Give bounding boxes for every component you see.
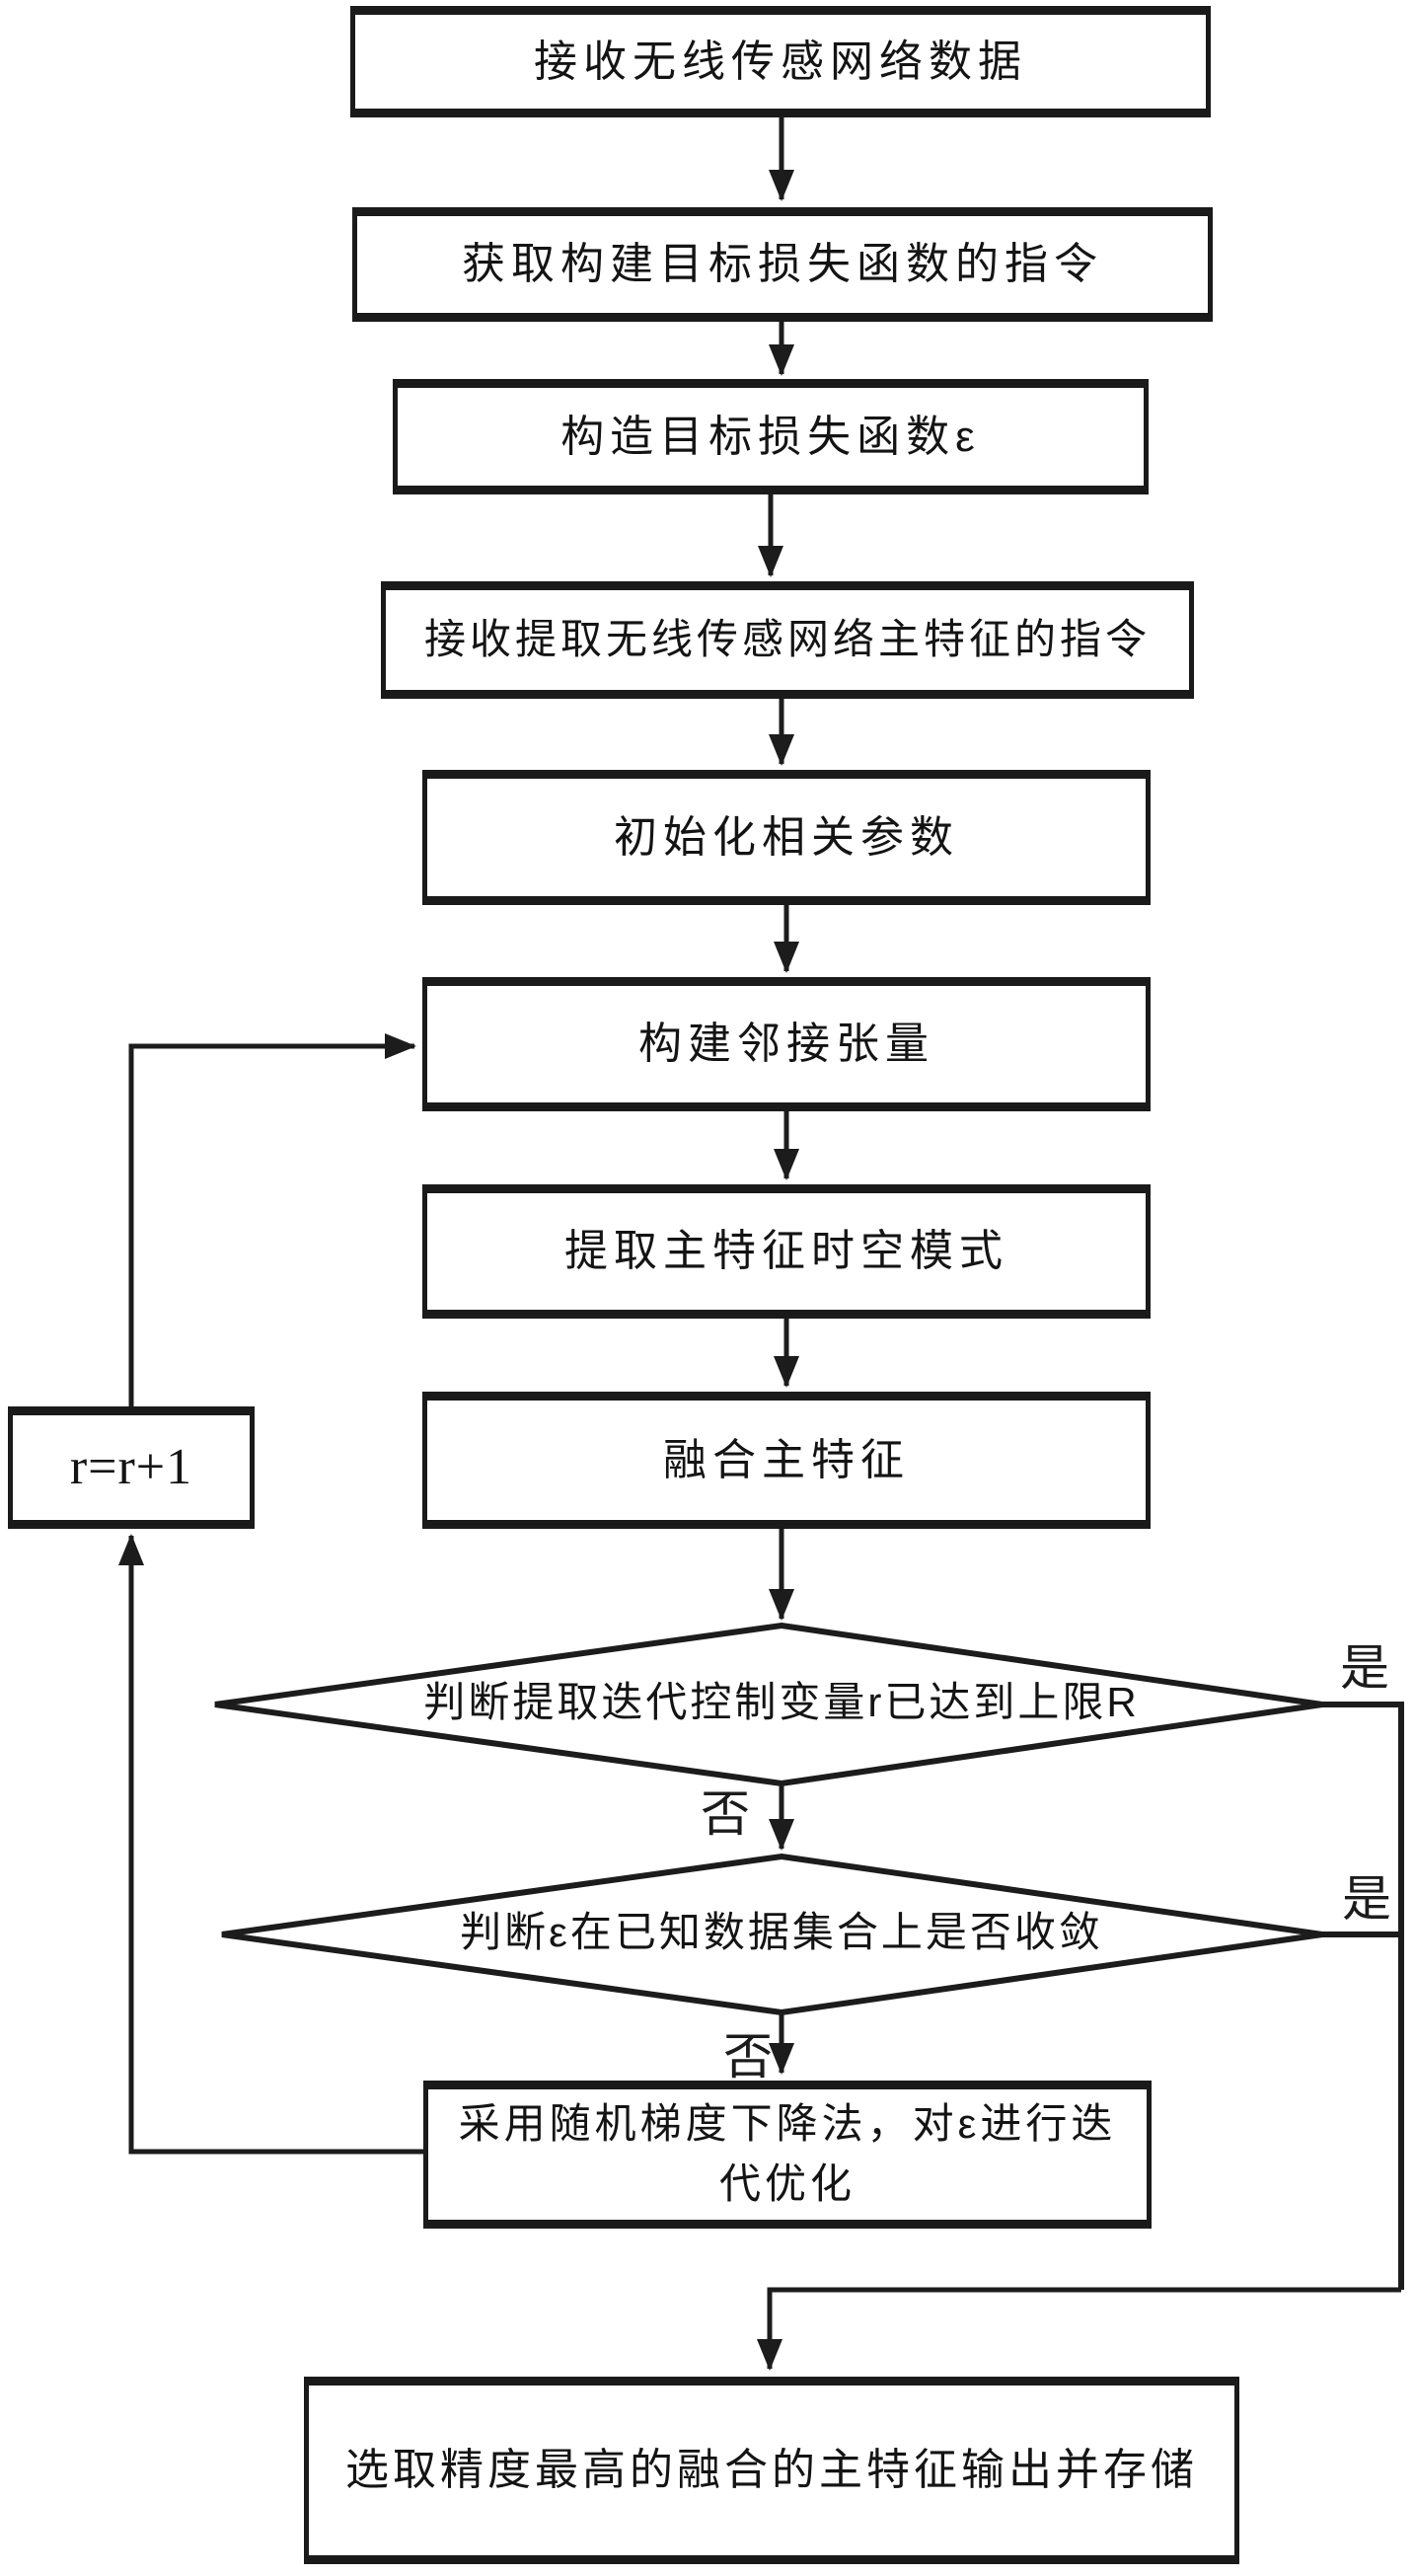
arrow-feedback-to-tensor	[128, 1033, 416, 1406]
decision-text-iteration-limit: 判断提取迭代控制变量r已达到上限R	[423, 1679, 1140, 1725]
process-box-receive-extract-instruction: 接收提取无线传感网络主特征的指令	[381, 581, 1194, 699]
branch-label-yes-2: 是	[1342, 1871, 1391, 1927]
arrow-feedback-to-rbox	[118, 1534, 423, 2155]
line-yes-1	[1322, 1702, 1404, 2290]
process-box-sgd-optimize: 采用随机梯度下降法，对ε进行迭代优化	[423, 2081, 1152, 2229]
process-box-build-adjacency-tensor: 构建邻接张量	[422, 977, 1151, 1111]
process-box-get-loss-instruction: 获取构建目标损失函数的指令	[352, 207, 1213, 322]
process-box-fuse-features: 融合主特征	[422, 1392, 1151, 1529]
branch-label-no-1: 否	[701, 1786, 750, 1842]
branch-label-yes-1: 是	[1340, 1640, 1389, 1696]
arrow-to-output	[757, 2287, 1401, 2371]
process-box-output-store: 选取精度最高的融合的主特征输出并存储	[304, 2377, 1239, 2564]
process-box-increment-iteration: r=r+1	[8, 1406, 255, 1529]
decision-text-convergence: 判断ε在已知数据集合上是否收敛	[460, 1909, 1103, 1955]
branch-label-no-2: 否	[723, 2029, 773, 2084]
process-box-construct-loss: 构造目标损失函数ε	[393, 379, 1149, 494]
process-box-receive-data: 接收无线传感网络数据	[350, 6, 1211, 117]
process-box-init-params: 初始化相关参数	[422, 770, 1151, 905]
process-box-extract-spatiotemporal: 提取主特征时空模式	[422, 1184, 1151, 1319]
